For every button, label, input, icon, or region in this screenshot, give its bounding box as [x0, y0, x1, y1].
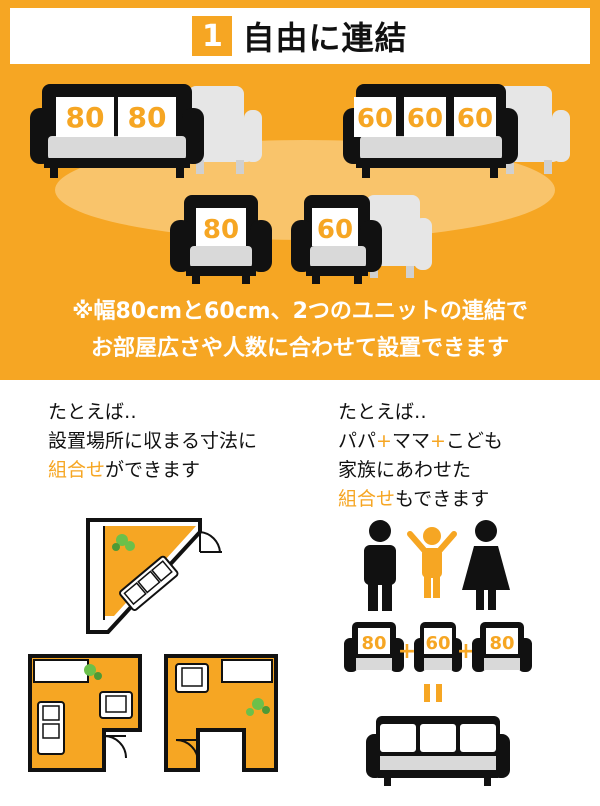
child-figure-icon: [407, 527, 457, 598]
sofa-group-a: 80 80: [30, 84, 204, 178]
right-line-1: たとえば‥: [338, 401, 427, 423]
size-label: 80: [203, 215, 239, 245]
papa-figure-icon: [364, 520, 396, 611]
right-line-2: パパ+ママ+こども: [338, 427, 503, 456]
plus-sign: +: [376, 430, 392, 452]
page-title: 自由に連結: [242, 19, 408, 57]
single-sofa-60: 60: [291, 195, 382, 284]
caption-line-2: お部屋広さや人数に合わせて設置できます: [90, 336, 509, 361]
plus-sign: +: [398, 639, 416, 664]
sofa-illustration: 80 80 60 60 60: [30, 84, 570, 284]
highlight-text: 組合せ: [338, 488, 396, 510]
combo-label: 80: [489, 633, 514, 654]
step-number-badge: 1: [192, 16, 233, 56]
highlight-text: 組合せ: [48, 459, 106, 481]
floor-plan-u-shape: [164, 654, 278, 772]
right-line-4-rest: もできます: [395, 488, 490, 510]
size-label: 80: [66, 101, 105, 134]
mama-text: ママ: [391, 430, 430, 452]
sofa-group-b: 60 60 60: [343, 84, 518, 178]
right-line-4: 組合せもできます: [338, 485, 503, 514]
combo-sofa-80-left: 80: [344, 622, 404, 672]
combo-sofa-60: 60: [414, 622, 462, 672]
papa-text: パパ: [338, 430, 377, 452]
size-label: 60: [317, 215, 353, 245]
size-label: 60: [457, 104, 493, 134]
caption-line-1: ※幅80cmと60cm、2つのユニットの連結で: [72, 299, 528, 324]
floor-plan-l-shape: [28, 654, 142, 772]
right-line-3: 家族にあわせた: [338, 459, 472, 481]
left-line-3-rest: ができます: [105, 459, 201, 481]
combined-sofa-result: [366, 716, 510, 786]
size-label: 60: [357, 104, 393, 134]
left-example-text: たとえば‥ 設置場所に収まる寸法に 組合せができます: [48, 398, 257, 485]
combo-label: 80: [361, 633, 386, 654]
single-sofa-80: 80: [170, 195, 272, 284]
combo-sofa-80-right: 80: [472, 622, 532, 672]
right-example-text: たとえば‥ パパ+ママ+こども 家族にあわせた 組合せもできます: [338, 398, 503, 514]
left-line-2: 設置場所に収まる寸法に: [48, 430, 258, 452]
kodomo-text: こども: [445, 430, 503, 452]
combo-label: 60: [425, 633, 450, 654]
equals-sign: [424, 684, 442, 702]
plus-sign: +: [429, 430, 446, 452]
size-label: 80: [128, 101, 167, 134]
size-label: 60: [407, 104, 443, 134]
floor-plan-triangle: [86, 518, 222, 634]
left-line-1: たとえば‥: [48, 401, 137, 423]
left-line-3: 組合せができます: [48, 456, 257, 485]
title-bar: 1 自由に連結: [10, 8, 590, 64]
plus-sign: +: [457, 639, 475, 664]
mama-figure-icon: [462, 520, 510, 610]
